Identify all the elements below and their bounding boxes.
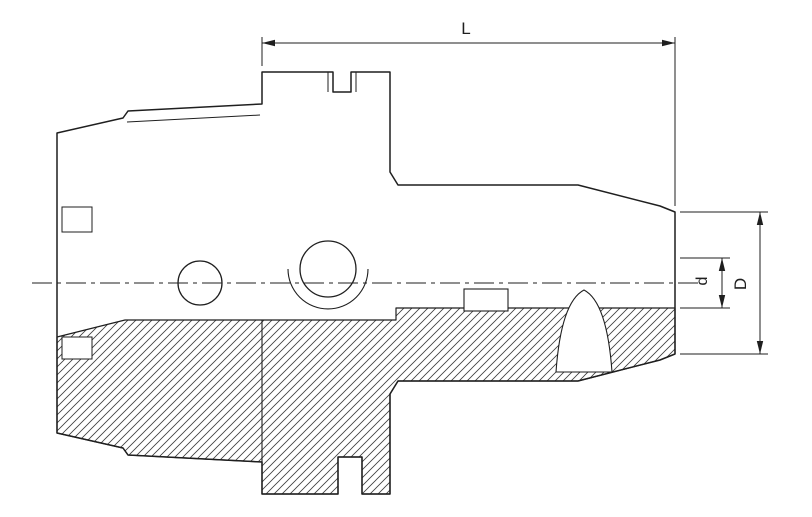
dimension-L: L <box>261 19 676 206</box>
dim-label-L: L <box>461 19 470 38</box>
dim-L-arrow-right <box>662 39 675 47</box>
bore-cone <box>555 289 613 373</box>
dim-D-arrow-top <box>756 212 764 225</box>
dim-label-D: D <box>731 278 750 290</box>
dim-d-arrow-top <box>718 258 726 271</box>
hsk-slot-upper <box>61 206 93 233</box>
dimension-D: D <box>680 211 768 355</box>
hsk-slot-lower <box>61 336 93 360</box>
drive-hole-circle <box>177 260 223 306</box>
lock-screw-circle <box>299 240 357 298</box>
chamfer-line <box>126 114 261 123</box>
dim-label-d: d <box>694 277 711 286</box>
dim-d-arrow-bottom <box>718 295 726 308</box>
dimension-d: d <box>680 257 730 309</box>
part-outline <box>56 71 676 495</box>
dim-L-arrow-left <box>262 39 275 47</box>
coolant-tube <box>463 288 509 312</box>
lock-screw-counterbore-arc <box>287 268 369 310</box>
dim-D-arrow-bottom <box>756 341 764 354</box>
